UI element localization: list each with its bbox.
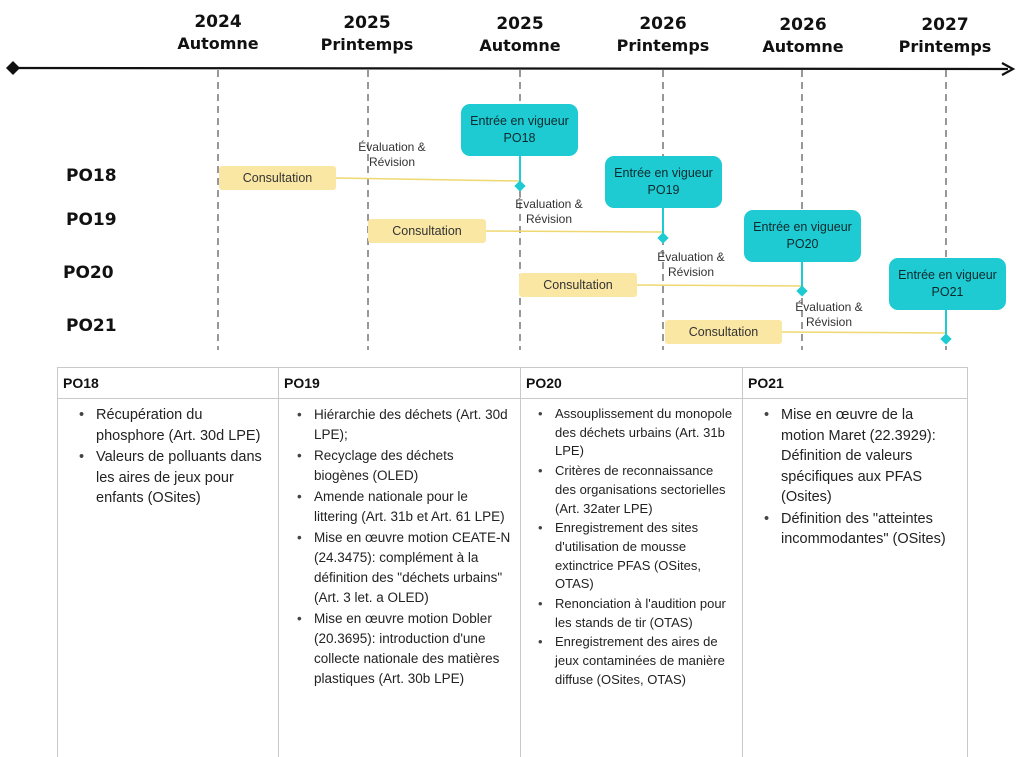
po20-entry-marker xyxy=(796,285,808,297)
table-row: Récupération du phosphore (Art. 30d LPE)… xyxy=(57,398,968,757)
table-header-po18: PO18 xyxy=(57,367,279,399)
row-label-po19: PO19 xyxy=(66,210,117,230)
table-header-row: PO18 PO19 PO20 PO21 xyxy=(57,367,968,399)
po21-entry-marker xyxy=(940,333,952,345)
period-2025-printemps: 2025 Printemps xyxy=(302,13,432,55)
period-2027-printemps: 2027 Printemps xyxy=(880,15,1010,57)
evaluation-line1: Évaluation & xyxy=(515,197,583,211)
period-year: 2027 xyxy=(921,15,969,35)
list-item: Valeurs de polluants dans les aires de j… xyxy=(79,447,270,509)
evaluation-line2: Révision xyxy=(368,155,416,169)
list-item: Enregistrement des aires de jeux contami… xyxy=(538,633,734,689)
po18-items-cell: Récupération du phosphore (Art. 30d LPE)… xyxy=(57,398,279,757)
po21-consultation-box: Consultation xyxy=(665,320,782,344)
period-year: 2025 xyxy=(496,14,544,34)
entry-row-label: PO20 xyxy=(786,237,819,251)
list-item: Assouplissement du monopole des déchets … xyxy=(538,405,734,461)
po18-item-list: Récupération du phosphore (Art. 30d LPE)… xyxy=(66,405,270,509)
list-item: Critères de reconnaissance des organisat… xyxy=(538,462,734,518)
list-item: Recyclage des déchets biogènes (OLED) xyxy=(297,446,512,486)
po20-entry-box: Entrée en vigueur PO20 xyxy=(744,210,861,262)
entry-row-label: PO19 xyxy=(647,183,680,197)
evaluation-line2: Révision xyxy=(805,315,853,329)
list-item: Amende nationale pour le littering (Art.… xyxy=(297,487,512,527)
list-item: Mise en œuvre motion CEATE-N (24.3475): … xyxy=(297,528,512,608)
list-item: Mise en œuvre motion Dobler (20.3695): i… xyxy=(297,609,512,689)
row-label-po21: PO21 xyxy=(66,316,117,336)
evaluation-note-3: Évaluation & Révision xyxy=(636,250,746,280)
po19-consultation-connector xyxy=(485,230,664,233)
list-item: Hiérarchie des déchets (Art. 30d LPE); xyxy=(297,405,512,445)
entry-row-label: PO21 xyxy=(931,285,964,299)
po21-item-list: Mise en œuvre de la motion Maret (22.392… xyxy=(751,405,959,550)
period-year: 2024 xyxy=(194,12,242,32)
timeline-axis xyxy=(13,66,1009,71)
list-item: Définition des "atteintes incommodantes"… xyxy=(764,509,959,550)
po20-items-cell: Assouplissement du monopole des déchets … xyxy=(520,398,743,757)
evaluation-line1: Évaluation & xyxy=(358,140,426,154)
table-header-po20: PO20 xyxy=(520,367,743,399)
evaluation-note-1: Évaluation & Révision xyxy=(337,140,447,170)
po20-consultation-box: Consultation xyxy=(519,273,637,297)
list-item: Renonciation à l'audition pour les stand… xyxy=(538,595,734,632)
period-year: 2026 xyxy=(639,14,687,34)
po19-consultation-box: Consultation xyxy=(368,219,486,243)
list-item: Récupération du phosphore (Art. 30d LPE) xyxy=(79,405,270,446)
po19-entry-box: Entrée en vigueur PO19 xyxy=(605,156,722,208)
po21-entry-box: Entrée en vigueur PO21 xyxy=(889,258,1006,310)
po19-item-list: Hiérarchie des déchets (Art. 30d LPE); R… xyxy=(287,405,512,689)
period-2024-automne: 2024 Automne xyxy=(153,12,283,54)
period-season: Automne xyxy=(762,37,844,56)
evaluation-note-4: Évaluation & Révision xyxy=(774,300,884,330)
list-item: Enregistrement des sites d'utilisation d… xyxy=(538,519,734,594)
po21-consultation-connector xyxy=(781,331,947,334)
entry-row-label: PO18 xyxy=(503,131,536,145)
timeline-axis-start-diamond xyxy=(6,61,20,75)
evaluation-line2: Révision xyxy=(525,212,573,226)
period-2026-automne: 2026 Automne xyxy=(738,15,868,57)
po18-entry-box: Entrée en vigueur PO18 xyxy=(461,104,578,156)
po18-consultation-connector xyxy=(335,177,521,182)
po20-item-list: Assouplissement du monopole des déchets … xyxy=(529,405,734,690)
table-header-po19: PO19 xyxy=(278,367,521,399)
evaluation-line1: Évaluation & xyxy=(795,300,863,314)
period-season: Printemps xyxy=(898,37,992,56)
entry-label: Entrée en vigueur xyxy=(898,268,997,282)
details-table: PO18 PO19 PO20 PO21 Récupération du phos… xyxy=(57,367,968,757)
period-season: Automne xyxy=(177,34,259,53)
po18-consultation-box: Consultation xyxy=(219,166,336,190)
evaluation-note-2: Évaluation & Révision xyxy=(494,197,604,227)
list-item: Mise en œuvre de la motion Maret (22.392… xyxy=(764,405,959,508)
timeline-axis-arrowhead xyxy=(1001,62,1016,76)
period-year: 2026 xyxy=(779,15,827,35)
period-year: 2025 xyxy=(343,13,391,33)
entry-label: Entrée en vigueur xyxy=(753,220,852,234)
evaluation-line1: Évaluation & xyxy=(657,250,725,264)
entry-label: Entrée en vigueur xyxy=(614,166,713,180)
po21-items-cell: Mise en œuvre de la motion Maret (22.392… xyxy=(742,398,968,757)
evaluation-line2: Révision xyxy=(667,265,715,279)
row-label-po18: PO18 xyxy=(66,166,117,186)
period-season: Printemps xyxy=(616,36,710,55)
period-2026-printemps: 2026 Printemps xyxy=(598,14,728,56)
po19-items-cell: Hiérarchie des déchets (Art. 30d LPE); R… xyxy=(278,398,521,757)
entry-label: Entrée en vigueur xyxy=(470,114,569,128)
table-header-po21: PO21 xyxy=(742,367,968,399)
period-season: Automne xyxy=(479,36,561,55)
po18-entry-marker xyxy=(514,180,526,192)
row-label-po20: PO20 xyxy=(63,263,114,283)
po20-consultation-connector xyxy=(636,284,803,287)
period-2025-automne: 2025 Automne xyxy=(455,14,585,56)
period-season: Printemps xyxy=(320,35,414,54)
po19-entry-marker xyxy=(657,232,669,244)
